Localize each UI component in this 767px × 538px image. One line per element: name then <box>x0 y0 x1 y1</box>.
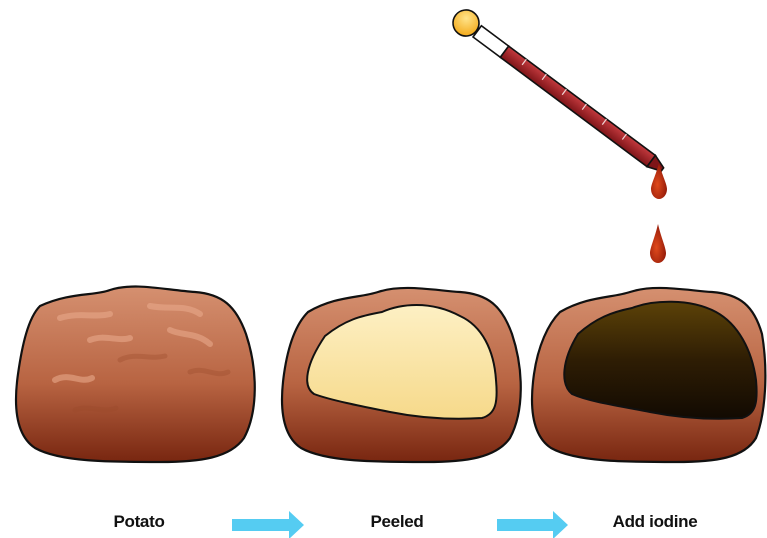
peeled-potato <box>282 288 521 462</box>
iodine-drop-icon <box>650 224 666 263</box>
whole-potato <box>16 287 255 462</box>
arrow-right-icon <box>497 511 568 538</box>
iodine-stained-potato <box>532 288 765 462</box>
step-label-add-iodine: Add iodine <box>613 512 698 532</box>
dropper-icon <box>448 5 670 180</box>
step-label-potato: Potato <box>113 512 164 532</box>
arrow-right-icon <box>232 511 304 538</box>
step-label-peeled: Peeled <box>370 512 423 532</box>
